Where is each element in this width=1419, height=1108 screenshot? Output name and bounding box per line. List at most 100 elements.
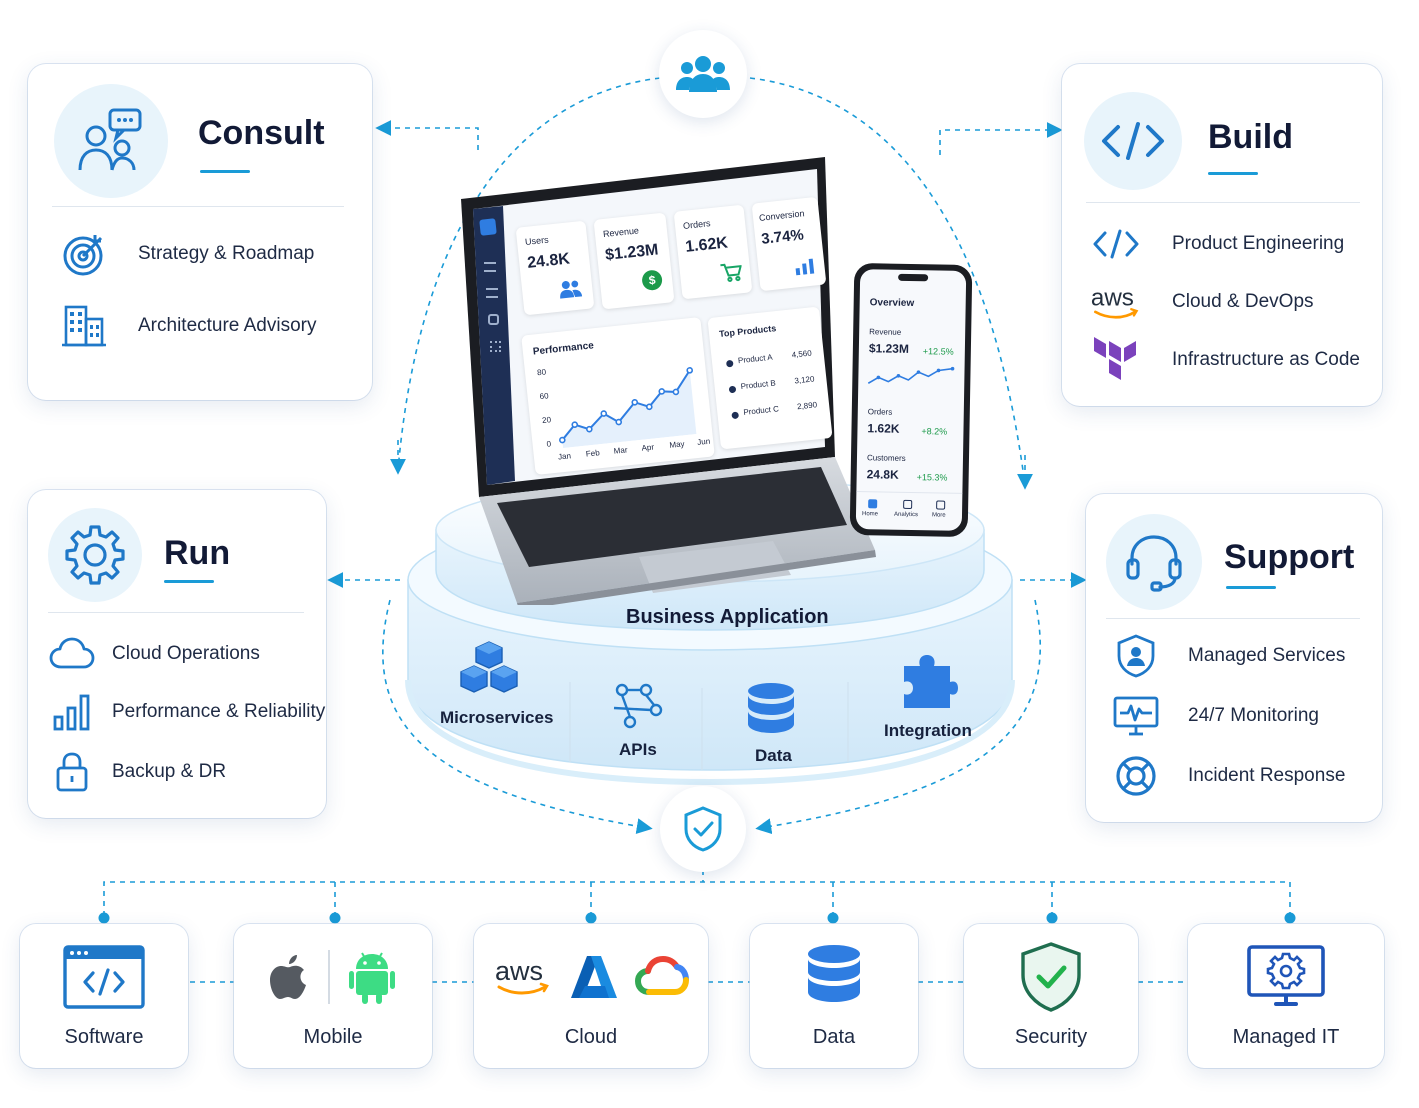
target-icon bbox=[63, 235, 103, 276]
product-name: Product A bbox=[737, 352, 773, 366]
run-item-label: Performance & Reliability bbox=[112, 701, 326, 722]
lifebuoy-icon bbox=[1116, 756, 1156, 796]
svg-text:aws: aws bbox=[495, 956, 543, 986]
phone-nav-label[interactable]: More bbox=[931, 512, 946, 519]
phone-metric-value: 24.8K bbox=[866, 467, 899, 482]
code-brackets-icon bbox=[1102, 122, 1164, 160]
bullet bbox=[728, 385, 737, 394]
module-label-integration: Integration bbox=[884, 721, 972, 740]
aws-logo: aws bbox=[1091, 285, 1139, 319]
support-title: Support bbox=[1224, 538, 1355, 576]
phone-metric-label: Orders bbox=[867, 407, 893, 417]
phone-more-icon[interactable] bbox=[936, 500, 946, 510]
module-label-apis: APIs bbox=[619, 740, 657, 759]
y-tick: 0 bbox=[546, 439, 552, 449]
phone: Overview Revenue $1.23M +12.5% Orders 1.… bbox=[849, 262, 973, 538]
run-title: Run bbox=[164, 534, 231, 572]
phone-metric-delta: +15.3% bbox=[916, 472, 948, 483]
cubes-icon bbox=[460, 641, 518, 693]
support-item-incident: Incident Response bbox=[1110, 752, 1345, 800]
platform-title: Business Application bbox=[626, 606, 829, 628]
gear-icon bbox=[65, 525, 125, 585]
kpi-tile-users: Users 24.8K bbox=[515, 220, 595, 316]
product-value: 4,560 bbox=[791, 348, 813, 360]
phone-metric-delta: +12.5% bbox=[922, 346, 954, 357]
azure-logo bbox=[571, 956, 617, 998]
shield-user-icon bbox=[1117, 634, 1155, 678]
shield-check-icon bbox=[684, 806, 722, 852]
run-item-label: Cloud Operations bbox=[112, 643, 260, 664]
module-label-microservices: Microservices bbox=[440, 708, 554, 727]
build-item-iac: Infrastructure as Code bbox=[1090, 336, 1360, 384]
headset-icon bbox=[1126, 535, 1182, 592]
support-card: Support Managed Services bbox=[1086, 494, 1382, 822]
users-icon bbox=[560, 280, 583, 299]
api-nodes-icon bbox=[613, 683, 663, 729]
y-tick: 60 bbox=[539, 391, 549, 402]
aws-logo: aws bbox=[495, 956, 549, 995]
run-item-cloud-operations: Cloud Operations bbox=[46, 630, 260, 678]
kpi-tile-revenue: Revenue $1.23M $ bbox=[593, 212, 675, 310]
build-item-label: Cloud & DevOps bbox=[1172, 291, 1314, 312]
bullet bbox=[731, 411, 740, 420]
support-icon-circle bbox=[1106, 514, 1202, 610]
consult-card: Consult Strategy & Roadmap bbox=[28, 64, 372, 400]
kpi-value: 24.8K bbox=[526, 250, 571, 272]
product-name: Product B bbox=[740, 378, 777, 392]
phone-analytics-icon[interactable] bbox=[903, 499, 913, 510]
build-card: Build Product Engineering aws Cl bbox=[1062, 64, 1382, 406]
x-tick: Mar bbox=[613, 445, 628, 456]
bottom-card-software: Software bbox=[20, 924, 188, 1068]
consult-icon-circle bbox=[54, 84, 168, 198]
phone-nav-label[interactable]: Home bbox=[861, 511, 879, 518]
build-title-underline bbox=[1208, 172, 1258, 175]
monitor-pulse-icon bbox=[1113, 696, 1159, 736]
top-products-title: Top Products bbox=[718, 323, 777, 340]
phone-metric-value: $1.23M bbox=[868, 341, 910, 356]
bottom-label: Data bbox=[812, 1026, 856, 1048]
y-tick: 80 bbox=[536, 367, 547, 378]
kpi-label: Conversion bbox=[758, 208, 805, 223]
phone-metric-value: 1.62K bbox=[867, 421, 900, 436]
build-item-cloud-devops: aws Cloud & DevOps bbox=[1090, 278, 1314, 326]
kpi-value: 3.74% bbox=[760, 226, 805, 248]
run-item-backup: Backup & DR bbox=[46, 748, 226, 796]
phone-home-icon[interactable] bbox=[868, 499, 878, 509]
building-icon bbox=[62, 305, 106, 347]
run-item-performance: Performance & Reliability bbox=[46, 688, 325, 736]
product-value: 3,120 bbox=[793, 374, 815, 386]
dollar-icon: $ bbox=[641, 269, 664, 292]
product-name: Product C bbox=[742, 404, 780, 417]
monitor-gear-icon bbox=[1247, 945, 1325, 1006]
build-item-label: Infrastructure as Code bbox=[1172, 349, 1360, 370]
google-cloud-logo bbox=[635, 956, 689, 995]
support-item-label: Incident Response bbox=[1188, 765, 1346, 786]
module-label-data: Data bbox=[755, 746, 792, 765]
x-tick: Feb bbox=[585, 448, 601, 459]
code-window-icon bbox=[63, 945, 145, 1009]
phone-metric-delta: +8.2% bbox=[921, 426, 948, 437]
puzzle-icon bbox=[904, 655, 958, 708]
lock-icon bbox=[56, 752, 88, 792]
bottom-label: Managed IT bbox=[1232, 1026, 1340, 1048]
kpi-value: $1.23M bbox=[604, 241, 660, 264]
run-divider bbox=[48, 612, 304, 613]
code-icon bbox=[1093, 229, 1139, 259]
team-bubble bbox=[659, 30, 747, 118]
phone-nav-label[interactable]: Analytics bbox=[893, 511, 919, 519]
database-icon bbox=[808, 945, 860, 1002]
run-icon-circle bbox=[48, 508, 142, 602]
x-tick: May bbox=[668, 439, 685, 450]
support-item-label: 24/7 Monitoring bbox=[1188, 705, 1319, 726]
support-item-managed: Managed Services bbox=[1110, 632, 1345, 680]
bottom-card-security: Security bbox=[964, 924, 1138, 1068]
mobile-divider bbox=[328, 950, 330, 1004]
consult-item-architecture: Architecture Advisory bbox=[58, 302, 316, 350]
bar-chart-icon bbox=[53, 694, 90, 731]
phone-notch bbox=[898, 273, 929, 282]
performance-chart-card: Performance 80 60 20 0 Jan Feb Mar Apr M… bbox=[521, 316, 715, 476]
consult-people-chat-icon bbox=[78, 108, 142, 171]
bottom-label: Cloud bbox=[564, 1026, 618, 1048]
build-item-label: Product Engineering bbox=[1172, 233, 1345, 254]
